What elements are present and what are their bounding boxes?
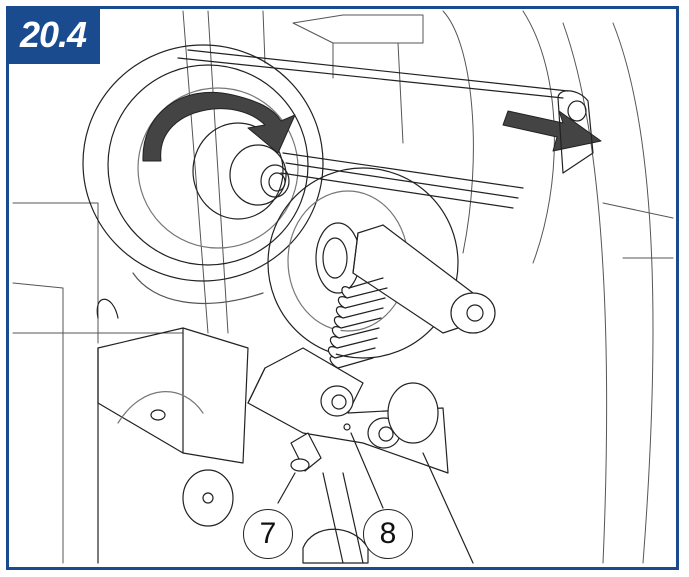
leader-line-7	[277, 472, 296, 504]
adjustment-point	[343, 423, 351, 431]
callout-label: 8	[379, 517, 397, 550]
belt	[177, 49, 569, 209]
tension-direction-arrow-icon	[502, 110, 602, 152]
leader-line-8	[350, 432, 384, 509]
drive-pulley	[82, 44, 324, 304]
tension-arm	[352, 224, 496, 334]
rotation-arrow-icon	[142, 91, 296, 162]
callout-7: 7	[243, 509, 293, 559]
figure-number: 20.4	[19, 14, 87, 55]
tension-spring	[327, 277, 388, 369]
figure-frame: 7 8	[6, 6, 679, 570]
mechanical-drawing	[12, 10, 674, 564]
callout-label: 7	[259, 517, 277, 550]
adjustment-bracket	[247, 347, 449, 474]
set-screw	[290, 432, 322, 472]
callout-8: 8	[363, 509, 413, 559]
lower-housing	[96, 298, 474, 564]
belt-guide-bracket	[557, 90, 594, 174]
figure-number-badge: 20.4	[6, 6, 100, 64]
